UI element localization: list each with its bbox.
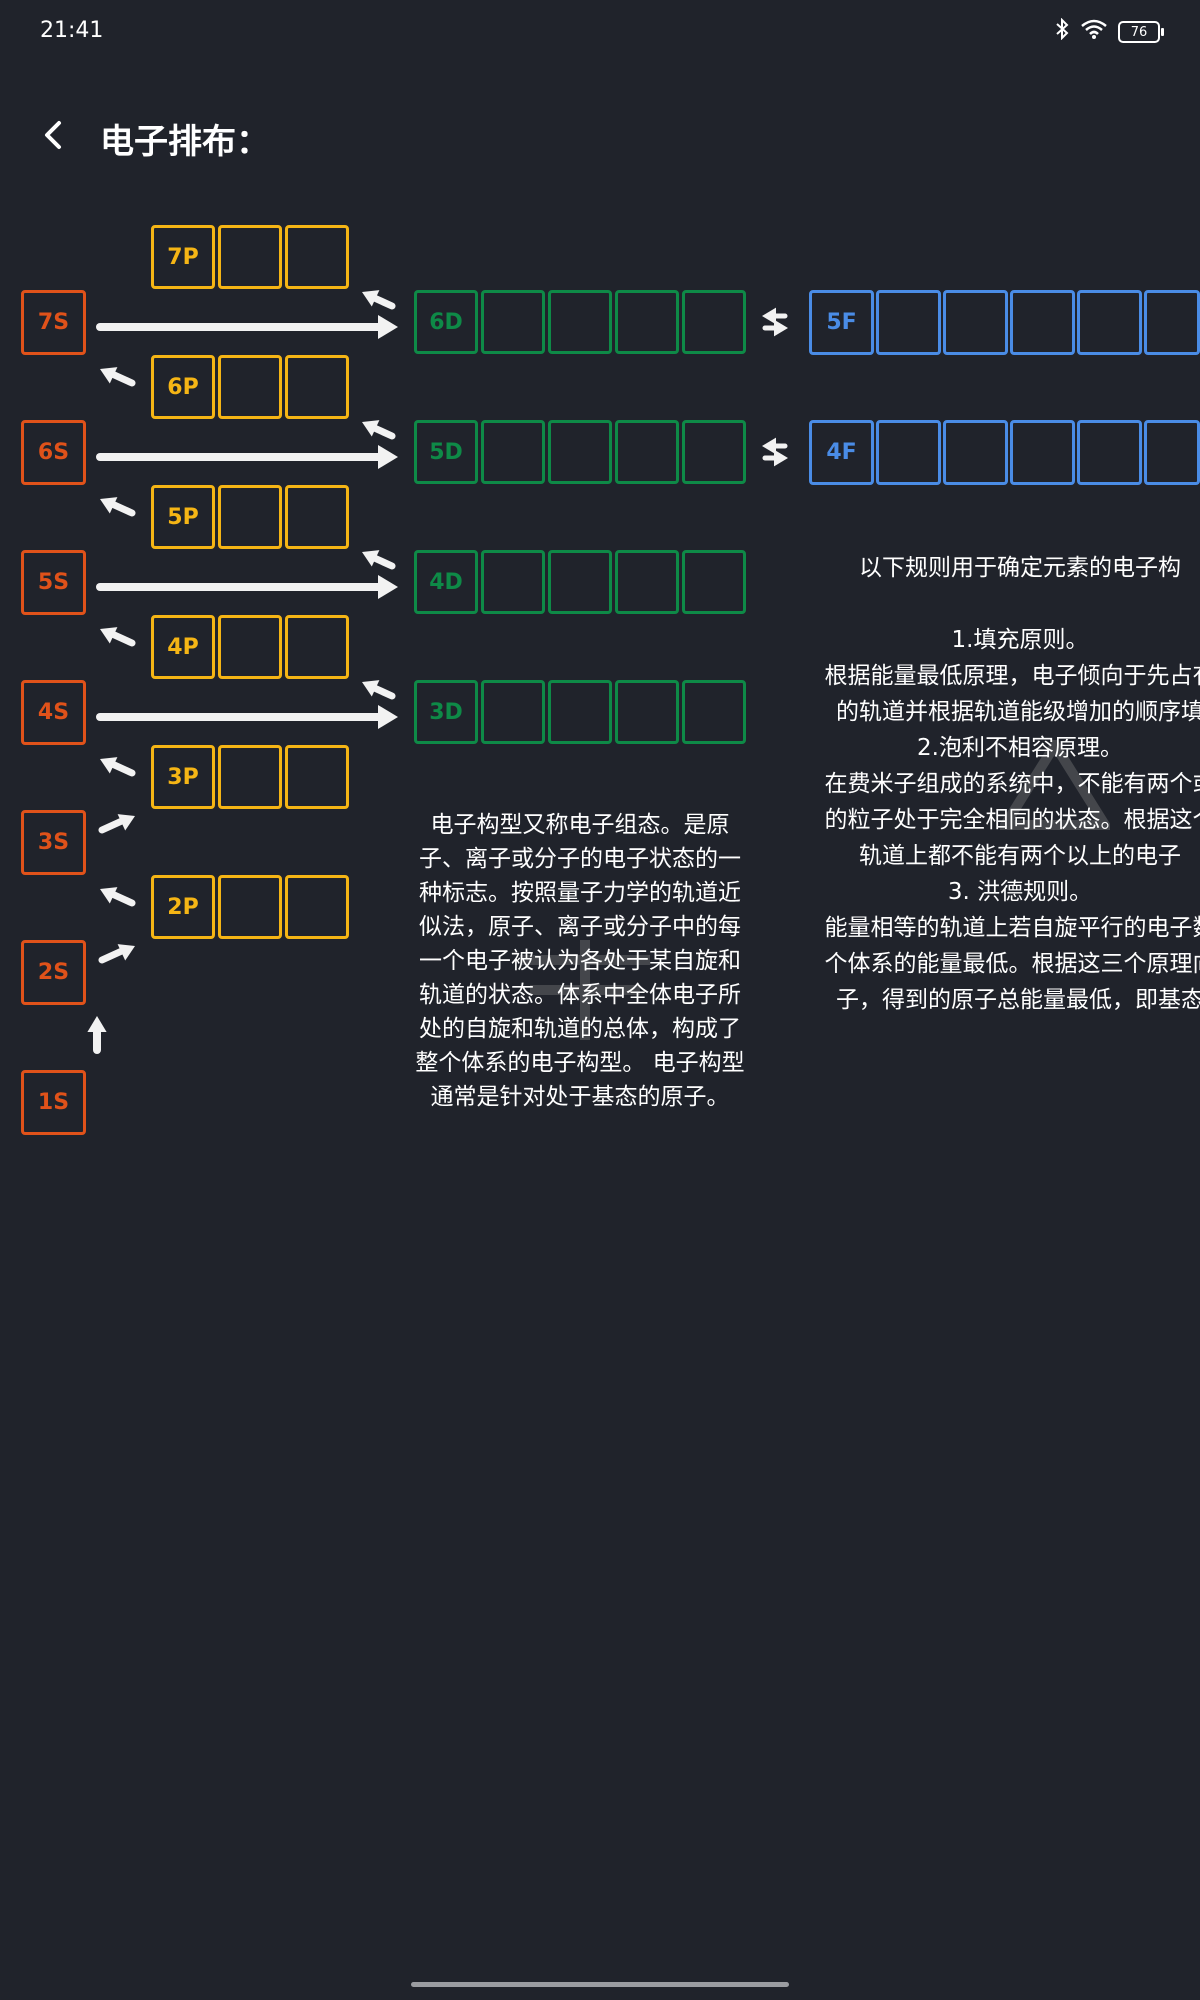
orbital-p-label-2: 5P xyxy=(151,485,215,549)
page-title: 电子排布： xyxy=(100,122,270,162)
orbital-d-box xyxy=(682,290,746,354)
orbital-d-box xyxy=(481,420,545,484)
orbital-f-box xyxy=(943,420,1008,485)
arrow-head xyxy=(762,437,776,455)
arrow-head xyxy=(100,757,118,774)
arrow-head xyxy=(774,319,788,337)
status-icons: 76 xyxy=(1054,17,1164,46)
arrow-head xyxy=(774,449,788,467)
arrow-head xyxy=(762,307,776,325)
orbital-f-box xyxy=(943,290,1008,355)
orbital-d-box xyxy=(615,420,679,484)
orbital-d-box xyxy=(548,680,612,744)
orbital-f-label-0: 5F xyxy=(809,290,874,355)
watermark-icon xyxy=(520,940,650,1040)
orbital-s-4: 3S xyxy=(21,810,86,875)
orbital-f-box xyxy=(1144,420,1200,485)
orbital-p-box xyxy=(218,355,282,419)
orbital-s-1: 6S xyxy=(21,420,86,485)
arrow-head xyxy=(378,315,398,339)
bluetooth-icon xyxy=(1054,17,1070,46)
arrow-head xyxy=(362,420,380,437)
orbital-d-box xyxy=(682,420,746,484)
arrow-head xyxy=(378,575,398,599)
watermark-icon xyxy=(1000,740,1110,830)
orbital-d-box xyxy=(481,290,545,354)
orbital-f-label-1: 4F xyxy=(809,420,874,485)
orbital-p-box xyxy=(285,875,349,939)
back-button[interactable] xyxy=(30,112,76,158)
orbital-d-box xyxy=(615,290,679,354)
orbital-f-box xyxy=(876,290,941,355)
arrow-head xyxy=(100,497,118,514)
orbital-d-box xyxy=(481,680,545,744)
orbital-p-box xyxy=(218,485,282,549)
orbital-d-box xyxy=(615,680,679,744)
rules-text: 以下规则用于确定元素的电子构 1.填充原则。 根据能量最低原理，电子倾向于先占有… xyxy=(824,555,1200,1013)
arrow-head xyxy=(362,290,380,307)
header: 电子排布： xyxy=(0,100,1200,170)
orbital-d-box xyxy=(682,550,746,614)
arrow-head xyxy=(117,944,135,961)
orbital-f-box xyxy=(1077,420,1142,485)
arrow-head xyxy=(378,445,398,469)
orbital-p-box xyxy=(285,225,349,289)
orbital-d-box xyxy=(548,420,612,484)
orbital-d-label-2: 4D xyxy=(414,550,478,614)
orbital-d-box xyxy=(548,550,612,614)
orbital-p-box xyxy=(218,615,282,679)
orbital-p-label-0: 7P xyxy=(151,225,215,289)
orbital-p-box xyxy=(285,485,349,549)
orbital-p-box xyxy=(285,355,349,419)
chevron-left-icon xyxy=(45,121,61,149)
arrow-head xyxy=(100,887,118,904)
orbital-d-box xyxy=(682,680,746,744)
arrow-head xyxy=(378,705,398,729)
wifi-icon xyxy=(1080,18,1108,46)
orbital-p-box xyxy=(285,615,349,679)
home-indicator[interactable] xyxy=(411,1982,789,1987)
arrow-short xyxy=(98,946,128,964)
arrow-head xyxy=(87,1016,107,1032)
orbital-diagram: 7S 6S 5S 4S 3S 2S 1S 7P 6P 5P 4P 3P 2P 6D 5D 4D 3D 5F 4F xyxy=(21,225,1200,1135)
status-time: 21:41 xyxy=(40,18,104,43)
orbital-s-2: 5S xyxy=(21,550,86,615)
orbital-d-box xyxy=(615,550,679,614)
arrow-head xyxy=(117,814,135,831)
orbital-s-0: 7S xyxy=(21,290,86,355)
orbital-f-box xyxy=(1010,420,1075,485)
orbital-p-label-4: 3P xyxy=(151,745,215,809)
orbital-p-box xyxy=(218,225,282,289)
arrow-layer xyxy=(87,290,788,1054)
arrow-head xyxy=(100,367,118,384)
orbital-d-box xyxy=(481,550,545,614)
orbital-f-box xyxy=(876,420,941,485)
arrow-head xyxy=(362,680,380,697)
orbital-d-label-0: 6D xyxy=(414,290,478,354)
orbital-p-box xyxy=(218,875,282,939)
orbital-d-label-1: 5D xyxy=(414,420,478,484)
status-bar: 21:41 76 xyxy=(0,0,1200,66)
orbital-f-box xyxy=(1144,290,1200,355)
orbital-s-5: 2S xyxy=(21,940,86,1005)
orbital-d-box xyxy=(548,290,612,354)
description-text: 电子构型又称电子组态。是原子、离子或分子的电子状态的一种标志。按照量子力学的轨道… xyxy=(415,812,745,1110)
orbital-p-label-5: 2P xyxy=(151,875,215,939)
arrow-head xyxy=(100,627,118,644)
orbital-p-label-3: 4P xyxy=(151,615,215,679)
orbital-f-box xyxy=(1010,290,1075,355)
orbital-p-box xyxy=(218,745,282,809)
orbital-s-3: 4S xyxy=(21,680,86,745)
battery-icon: 76 xyxy=(1118,21,1164,43)
orbital-d-label-3: 3D xyxy=(414,680,478,744)
orbital-p-label-1: 6P xyxy=(151,355,215,419)
arrow-head xyxy=(362,550,380,567)
orbital-s-6: 1S xyxy=(21,1070,86,1135)
orbital-f-box xyxy=(1077,290,1142,355)
orbital-p-box xyxy=(285,745,349,809)
arrow-short xyxy=(98,816,128,834)
